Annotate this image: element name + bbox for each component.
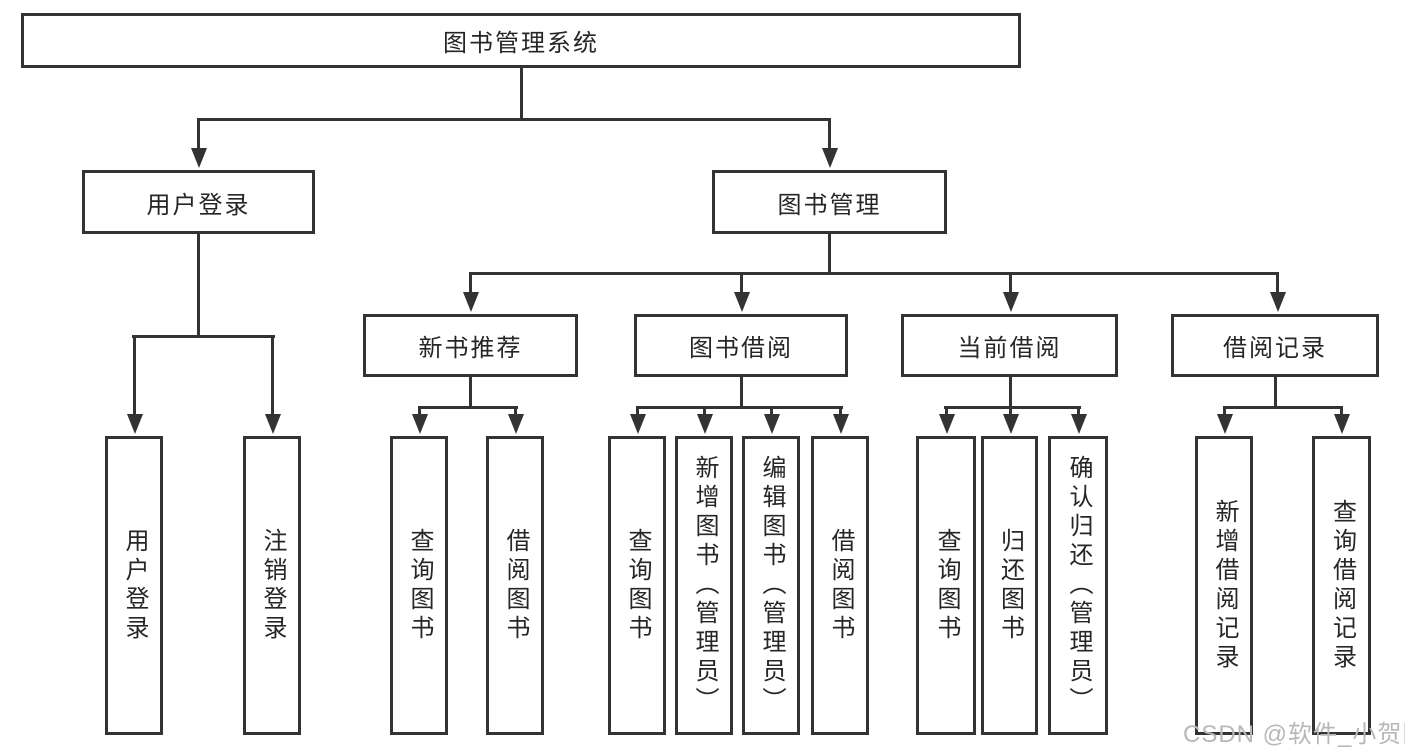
node-user-login-label: 用户登录: [146, 191, 251, 219]
leaf-records-query-record: 查询借阅记录: [1312, 436, 1371, 735]
arrow-to-new-book-recommend: [462, 272, 479, 312]
leaf-current-query-book: 查询图书: [916, 436, 976, 735]
connector-root-bar: [197, 118, 831, 121]
arrow-to-recommend-borrow: [507, 406, 524, 434]
leaf-user-login: 用户登录: [105, 436, 163, 735]
leaf-recommend-borrow-book-label: 借阅图书: [502, 527, 529, 644]
leaf-records-add-record-label: 新增借阅记录: [1211, 498, 1238, 673]
leaf-current-confirm-return-admin: 确认归还（管理员）: [1048, 436, 1108, 735]
arrow-to-borrow-add: [696, 406, 713, 434]
leaf-recommend-query-book-label: 查询图书: [406, 527, 433, 644]
arrow-to-leaf-user-login: [126, 335, 143, 434]
leaf-current-return-book-label: 归还图书: [996, 527, 1024, 644]
leaf-recommend-borrow-book: 借阅图书: [486, 436, 544, 735]
connector-borrow-bar: [636, 406, 843, 409]
leaf-user-login-label: 用户登录: [121, 527, 148, 644]
arrow-to-book-mgmt: [821, 118, 838, 168]
node-book-borrow-label: 图书借阅: [689, 335, 793, 362]
arrow-to-borrow-query: [629, 406, 646, 434]
leaf-recommend-query-book: 查询图书: [390, 436, 448, 735]
leaf-borrow-add-book-admin: 新增图书（管理员）: [675, 436, 733, 735]
arrow-to-current-borrow: [1002, 272, 1019, 312]
node-root-label: 图书管理系统: [443, 30, 599, 57]
connector-records-bar: [1223, 406, 1343, 409]
node-borrow-records-label: 借阅记录: [1223, 335, 1327, 362]
csdn-watermark: CSDN @软件_小贺同学: [1183, 721, 1405, 747]
leaf-borrow-borrow-book-label: 借阅图书: [827, 527, 854, 644]
connector-records-stem: [1274, 377, 1277, 409]
arrow-to-book-borrow: [733, 272, 750, 312]
node-new-book-recommend-label: 新书推荐: [418, 335, 523, 362]
connector-current-bar: [944, 406, 1081, 409]
connector-book-mgmt-bar: [469, 272, 1279, 275]
node-root: 图书管理系统: [21, 13, 1021, 68]
connector-current-stem: [1009, 377, 1012, 409]
arrow-to-records-query: [1333, 406, 1350, 434]
connector-recommend-bar: [418, 406, 518, 409]
node-current-borrow-label: 当前借阅: [957, 335, 1062, 362]
arrow-to-current-query: [938, 406, 955, 434]
connector-recommend-stem: [469, 377, 472, 409]
node-book-mgmt: 图书管理: [712, 170, 947, 234]
arrow-to-current-return: [1002, 406, 1019, 434]
node-book-borrow: 图书借阅: [634, 314, 848, 377]
leaf-records-add-record: 新增借阅记录: [1195, 436, 1253, 735]
arrow-to-borrow-borrow: [832, 406, 849, 434]
leaf-borrow-query-book: 查询图书: [608, 436, 666, 735]
leaf-borrow-edit-book-admin: 编辑图书（管理员）: [742, 436, 800, 735]
arrow-to-leaf-logout: [264, 335, 281, 434]
leaf-logout-label: 注销登录: [259, 527, 286, 644]
connector-book-mgmt-stem: [828, 234, 831, 275]
arrow-to-user-login: [190, 118, 207, 168]
arrow-to-recommend-query: [411, 406, 428, 434]
connector-borrow-stem: [740, 377, 743, 409]
node-current-borrow: 当前借阅: [901, 314, 1118, 377]
arrow-to-borrow-edit: [763, 406, 780, 434]
leaf-current-return-book: 归还图书: [981, 436, 1038, 735]
node-book-mgmt-label: 图书管理: [777, 191, 882, 219]
leaf-logout: 注销登录: [243, 436, 301, 735]
node-user-login: 用户登录: [82, 170, 315, 234]
leaf-current-confirm-return-admin-label: 确认归还（管理员）: [1065, 455, 1092, 716]
arrow-to-records-add: [1216, 406, 1233, 434]
arrow-to-borrow-records: [1269, 272, 1286, 312]
arrow-to-current-confirm: [1070, 406, 1087, 434]
leaf-current-query-book-label: 查询图书: [933, 527, 960, 644]
connector-user-login-stem: [197, 234, 200, 338]
node-new-book-recommend: 新书推荐: [363, 314, 578, 377]
connector-root-stem: [520, 68, 523, 121]
leaf-records-query-record-label: 查询借阅记录: [1328, 498, 1356, 673]
leaf-borrow-borrow-book: 借阅图书: [811, 436, 869, 735]
leaf-borrow-query-book-label: 查询图书: [624, 527, 651, 644]
connector-user-login-bar: [132, 335, 275, 338]
leaf-borrow-add-book-admin-label: 新增图书（管理员）: [691, 455, 718, 716]
leaf-borrow-edit-book-admin-label: 编辑图书（管理员）: [758, 455, 785, 716]
node-borrow-records: 借阅记录: [1171, 314, 1379, 377]
